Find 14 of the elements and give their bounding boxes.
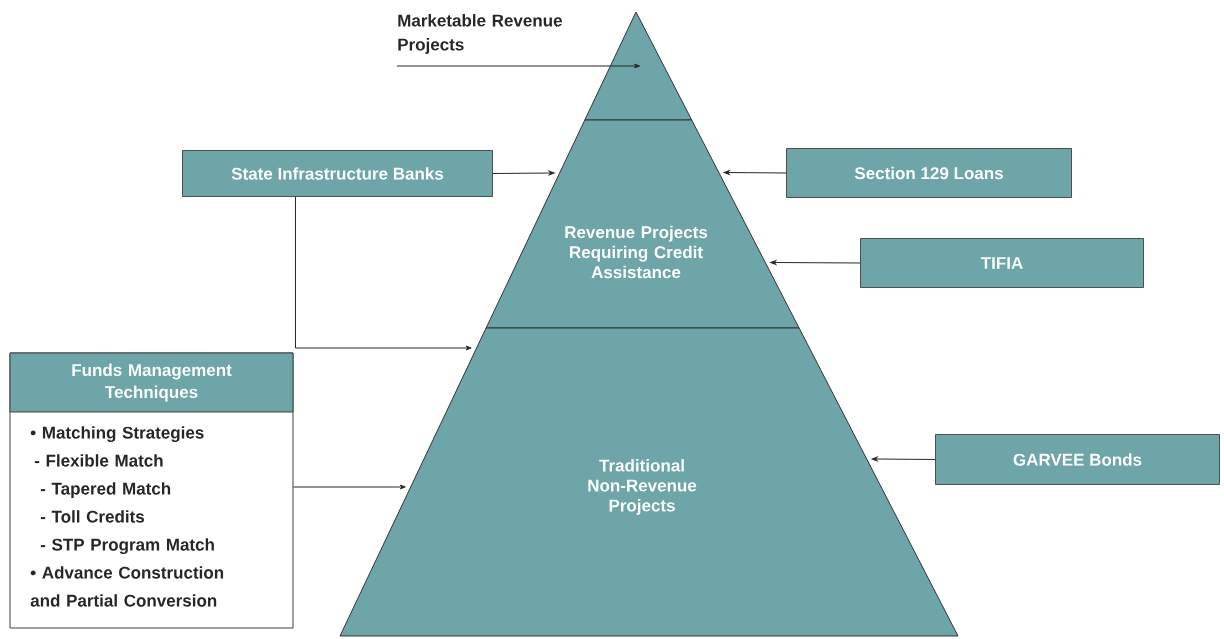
arrow [295,196,472,351]
arrow [770,260,861,265]
list-box: Funds Management Techniques • Matching Strategies - Flexible Match - Tapered Match - Toll Credits - STP Program Match • Advance Construction and Partial Conversion [9,352,294,629]
arrow [292,484,406,490]
tier-label: Marketable Revenue Projects [398,14,562,54]
arrow [723,170,787,175]
label-box: State Infrastructure Banks [182,150,493,197]
pyramid-tier [584,11,693,121]
label-box: TIFIA [860,238,1144,288]
arrow [492,170,555,176]
arrow [396,63,641,69]
label-box: GARVEE Bonds [935,434,1220,485]
label-box: Section 129 Loans [786,148,1072,198]
arrow [871,456,936,462]
